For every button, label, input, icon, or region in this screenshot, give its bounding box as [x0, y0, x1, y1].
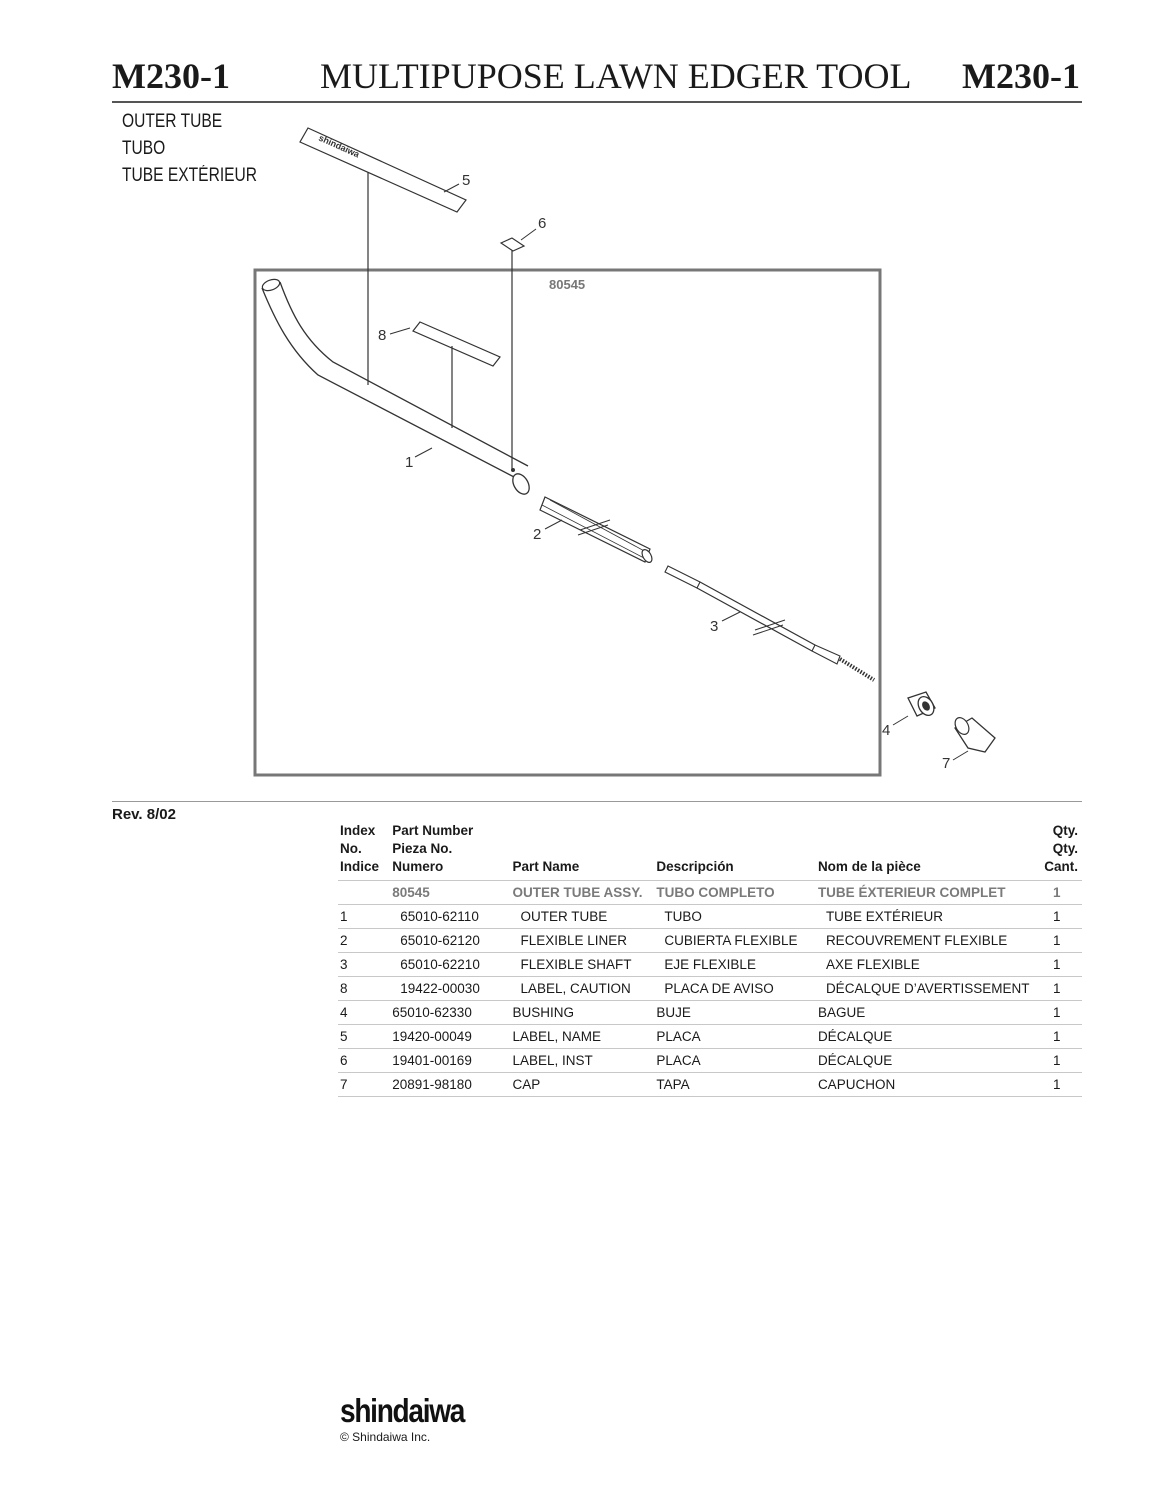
callout-4: 4 [882, 722, 890, 739]
section-name-en: OUTER TUBE [122, 111, 223, 132]
part-1-outer-tube [261, 278, 530, 495]
header-index: Index No. Indice [340, 823, 380, 874]
part-7-cap [954, 717, 996, 753]
table-row: 2 65010-62120 FLEXIBLE LINER CUBIERTA FL… [338, 928, 1082, 953]
callout-5: 5 [462, 172, 470, 189]
section-name-es: TUBO [122, 138, 166, 159]
header-descripcion: Descripción [656, 859, 734, 874]
page-title: MULTIPUPOSE LAWN EDGER TOOL [320, 56, 912, 96]
part-4-bushing [907, 691, 936, 717]
header-rule [112, 101, 1082, 103]
callout-7: 7 [942, 755, 950, 772]
part-5-name-label: shindaiwa [299, 127, 467, 385]
assembly-box [253, 268, 882, 777]
revision-rule [112, 801, 1082, 802]
table-row: 4 65010-62330 BUSHING BUJE BAGUE 1 [338, 1000, 1082, 1025]
section-name-fr: TUBE EXTÉRIEUR [122, 165, 258, 186]
table-header-row: Index No. Indice Part Number Pieza No. N… [338, 820, 1082, 881]
parts-table: Index No. Indice Part Number Pieza No. N… [338, 820, 1082, 1097]
model-number-right: M230-1 [962, 56, 1080, 96]
part-8-caution-label [412, 321, 501, 428]
table-row: 8 19422-00030 LABEL, CAUTION PLACA DE AV… [338, 976, 1082, 1001]
table-row: 7 20891-98180 CAP TAPA CAPUCHON 1 [338, 1072, 1082, 1097]
callout-3: 3 [710, 618, 718, 635]
header-part-name: Part Name [512, 859, 580, 874]
copyright-text: © Shindaiwa Inc. [340, 1430, 431, 1444]
header-part-number: Part Number Pieza No. Numero [392, 823, 474, 874]
table-row: 5 19420-00049 LABEL, NAME PLACA DÉCALQUE… [338, 1024, 1082, 1049]
part-2-flexible-liner [539, 496, 653, 563]
table-row: 1 65010-62110 OUTER TUBE TUBO TUBE EXTÉR… [338, 904, 1082, 929]
callout-1: 1 [405, 454, 413, 471]
shindaiwa-logo: shindaiwa [340, 1392, 465, 1429]
exploded-parts-diagram: 80545 shindaiwa 5 6 8 1 2 [253, 127, 996, 777]
revision-label: Rev. 8/02 [112, 806, 176, 823]
table-row: 6 19401-00169 LABEL, INST PLACA DÉCALQUE… [338, 1048, 1082, 1073]
header-qty: Qty. Qty. Cant. [1044, 823, 1078, 874]
model-number-left: M230-1 [112, 56, 230, 96]
callout-2: 2 [533, 526, 541, 543]
callout-6: 6 [538, 215, 546, 232]
section-title: OUTER TUBE TUBO TUBE EXTÉRIEUR [122, 108, 287, 189]
part-3-flexible-shaft [664, 565, 876, 682]
assembly-number-label: 80545 [549, 277, 585, 292]
table-row: 3 65010-62210 FLEXIBLE SHAFT EJE FLEXIBL… [338, 952, 1082, 977]
header-nom: Nom de la pièce [817, 859, 921, 874]
part-6-inst-label [499, 237, 526, 470]
table-row-assembly: 80545 OUTER TUBE ASSY. TUBO COMPLETO TUB… [338, 880, 1082, 905]
callout-8: 8 [378, 327, 386, 344]
